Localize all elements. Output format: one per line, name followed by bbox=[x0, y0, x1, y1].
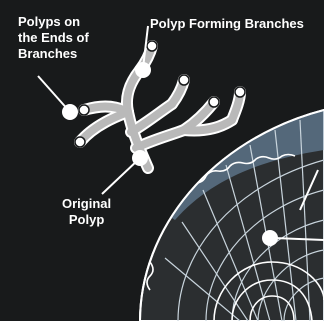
marker-polyp-tip bbox=[62, 104, 78, 120]
label-line: Original bbox=[62, 196, 111, 212]
marker-forming-branch bbox=[135, 62, 151, 78]
label-line: Polyp bbox=[62, 212, 111, 228]
coral-dome bbox=[140, 95, 324, 321]
marker-original-polyp bbox=[132, 150, 148, 166]
label-polyp-forming-branches: Polyp Forming Branches bbox=[150, 16, 304, 32]
label-polyps-on-ends: Polyps on the Ends of Branches bbox=[18, 14, 89, 62]
label-line: Branches bbox=[18, 46, 89, 62]
label-original-polyp: Original Polyp bbox=[62, 196, 111, 228]
marker-dome-center bbox=[262, 230, 278, 246]
label-line: the Ends of bbox=[18, 30, 89, 46]
label-line: Polyps on bbox=[18, 14, 89, 30]
